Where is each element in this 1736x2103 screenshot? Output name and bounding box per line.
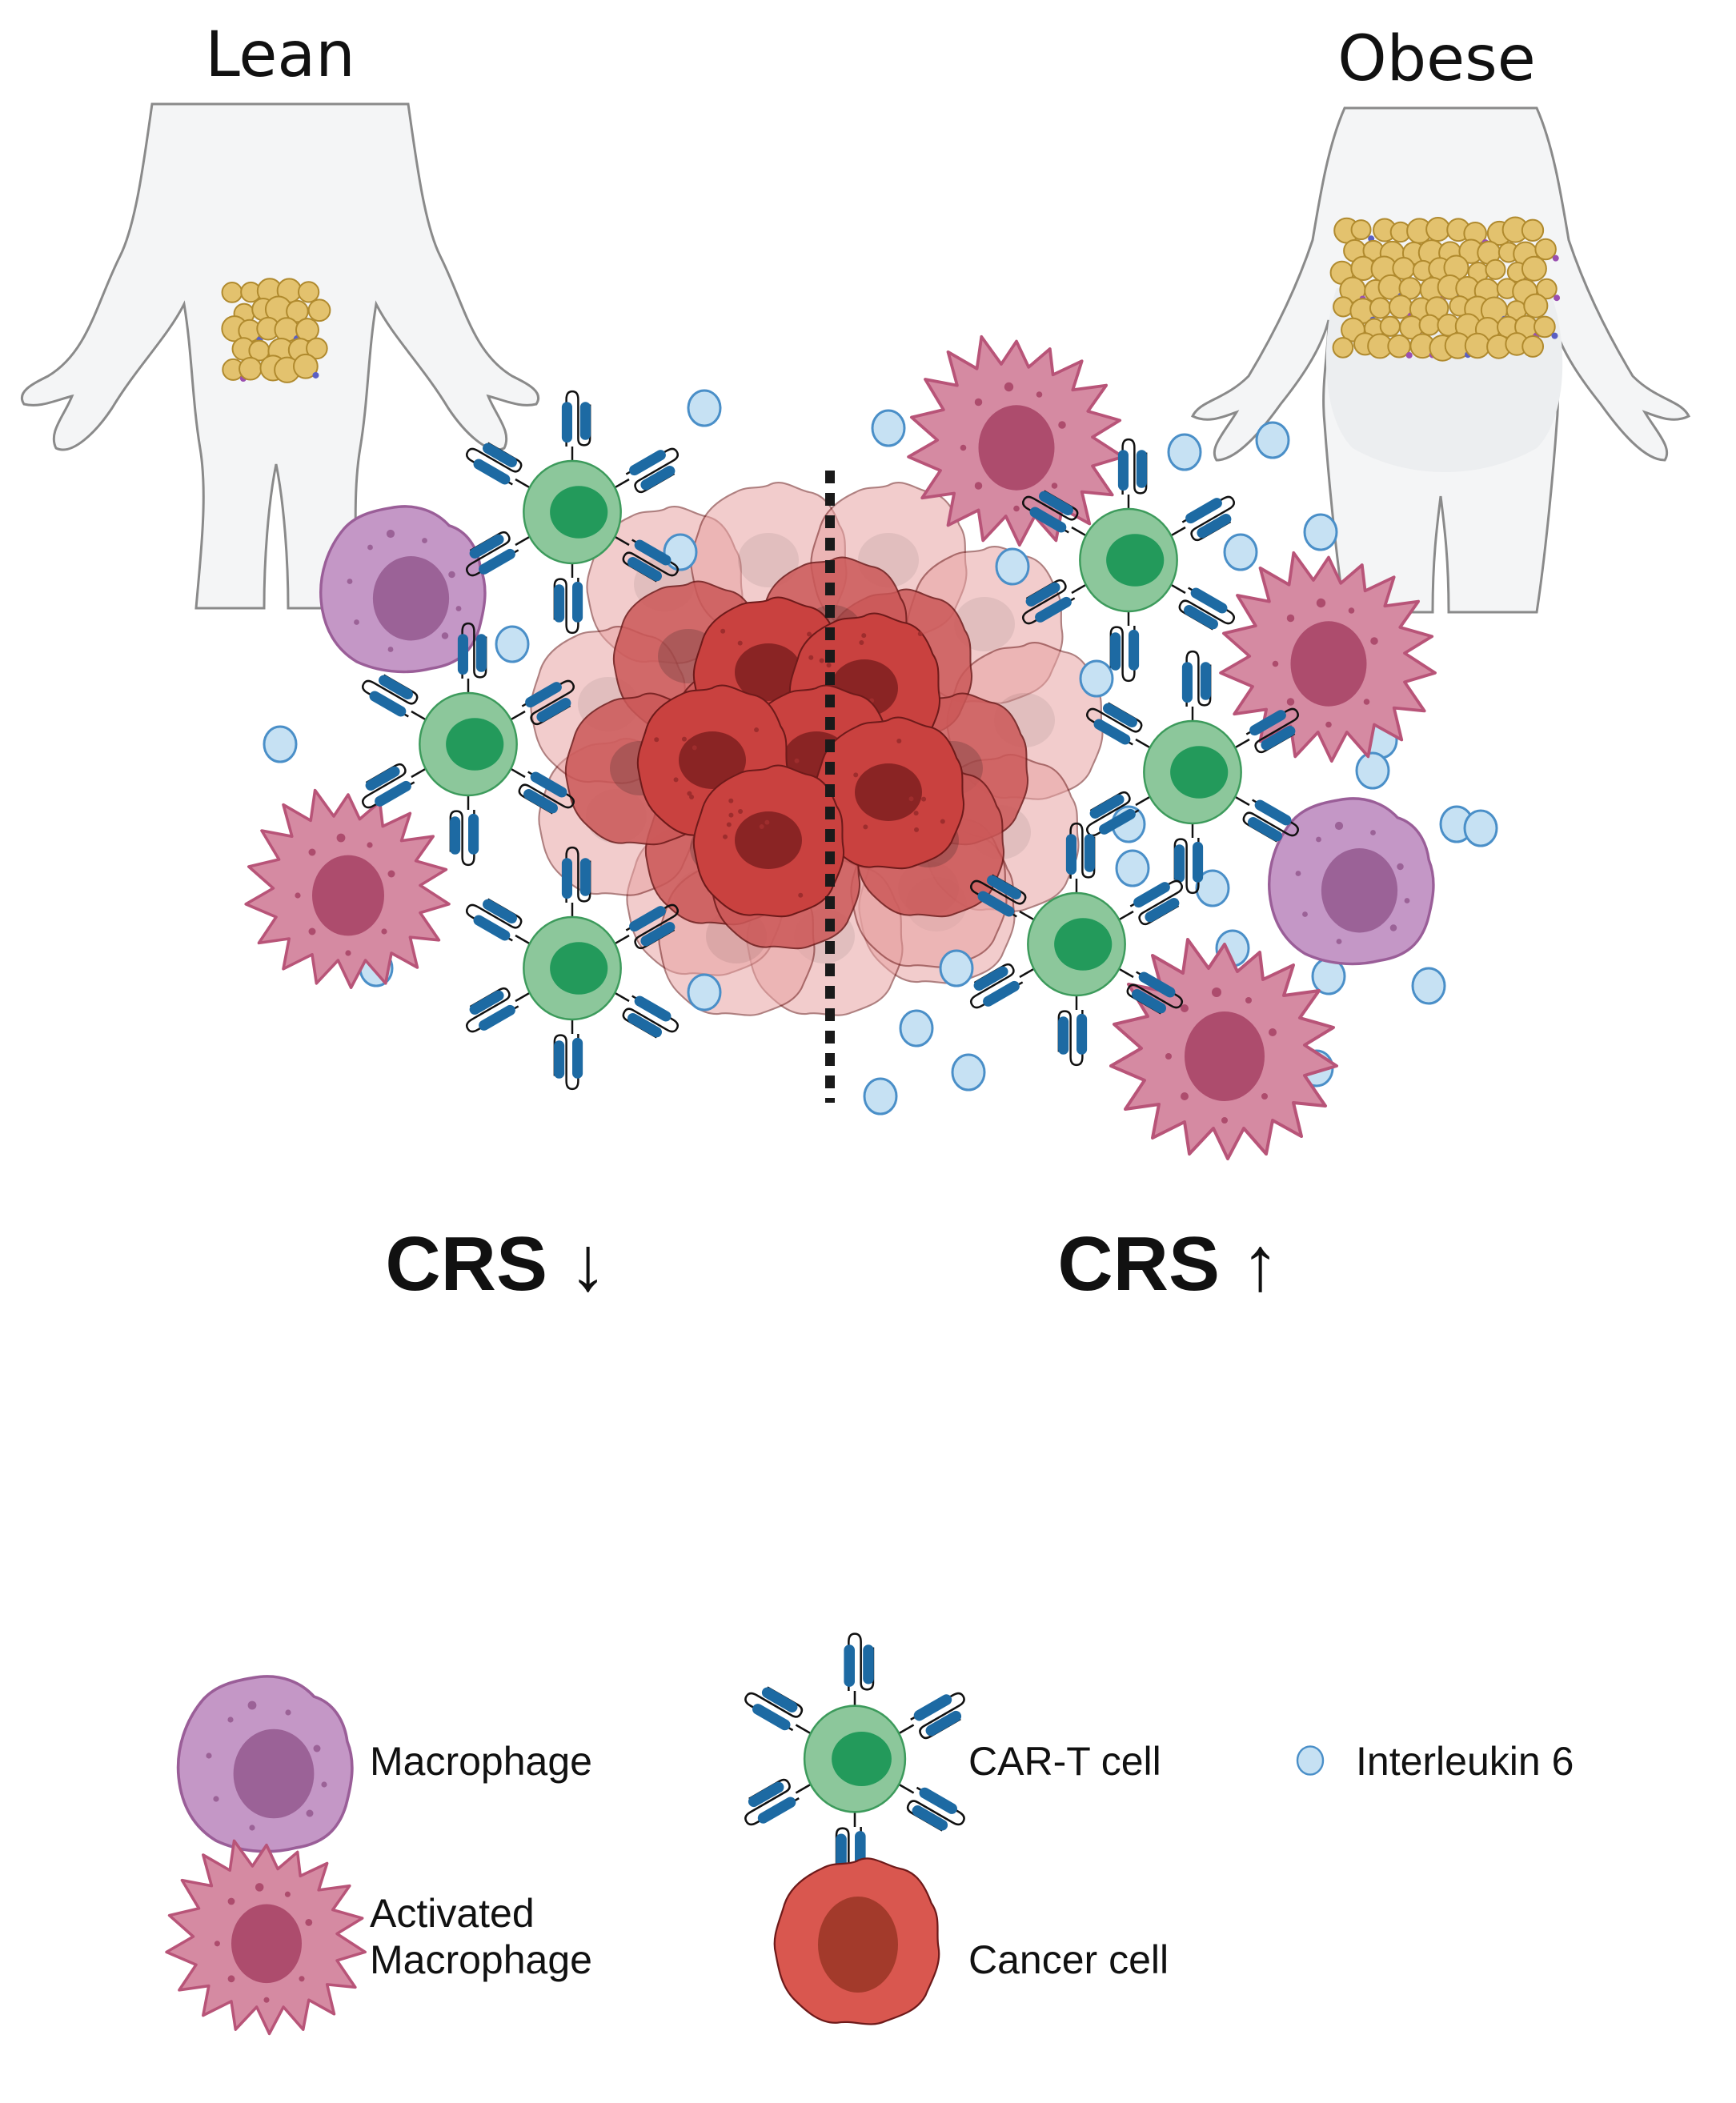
legend-label-macrophage: Macrophage [370, 1739, 592, 1784]
adipocyte [1425, 216, 1451, 242]
legend: Macrophage Activated Macrophage CAR-T ce… [165, 1634, 1574, 2036]
adipocyte [1523, 293, 1549, 318]
legend-label-cancer: Cancer cell [968, 1937, 1169, 1982]
interleukin-6-molecule [939, 949, 974, 987]
stromal-cell [1551, 332, 1558, 339]
cancer-cell [636, 684, 789, 838]
obese-adipose-tissue [1329, 216, 1561, 362]
stromal-cell [1405, 351, 1413, 359]
interleukin-6-molecule [1167, 433, 1202, 471]
legend-cancer-cell: Cancer cell [773, 1857, 1169, 2025]
interleukin-6-molecule [899, 1009, 934, 1047]
adipocyte [297, 281, 320, 303]
legend-label-activated-line1: Activated [370, 1891, 535, 1936]
cancer-cell [812, 716, 965, 870]
interleukin-6-molecule [663, 533, 698, 571]
adipocyte [293, 353, 319, 379]
interleukin-6-molecule [1411, 967, 1446, 1005]
adipocyte [306, 337, 328, 360]
stromal-cell [1554, 294, 1561, 302]
cancer-cell-icon-nucleus [818, 1897, 898, 1993]
legend-label-cart: CAR-T cell [968, 1739, 1161, 1784]
adipocyte [1534, 315, 1556, 338]
adipocyte [1534, 238, 1557, 261]
stromal-cell [1552, 254, 1559, 262]
lean-adipose-tissue [221, 278, 331, 383]
legend-macrophage: Macrophage [176, 1675, 592, 1853]
interleukin-6-molecule [687, 389, 722, 427]
adipocyte [221, 282, 243, 303]
interleukin-6-molecule [871, 409, 906, 447]
interleukin-6-molecule [1115, 849, 1150, 887]
legend-cart-cell: CAR-T cell [737, 1634, 1161, 1885]
lean-crs-outcome: CRS ↓ [385, 1221, 607, 1307]
interleukin-6-molecule [263, 725, 298, 763]
adipocyte [1536, 278, 1558, 300]
adipocyte [1485, 258, 1506, 280]
obese-crs-outcome: CRS ↑ [1057, 1221, 1279, 1307]
macrophage-icon [176, 1675, 354, 1853]
legend-label-il6: Interleukin 6 [1356, 1739, 1574, 1784]
interleukin-6-molecule [1255, 421, 1290, 459]
adipocyte [1379, 315, 1401, 337]
interleukin-6-molecule [995, 547, 1030, 586]
stromal-cell [312, 371, 319, 379]
adipocyte [1333, 296, 1354, 318]
legend-label-activated-line2: Macrophage [370, 1937, 592, 1982]
adipocyte [1369, 297, 1392, 319]
interleukin-6-molecule [1355, 751, 1390, 790]
adipocyte [1522, 335, 1545, 358]
activated-macrophage-icon [165, 1839, 367, 2036]
adipocyte [1521, 255, 1547, 282]
adipocyte [1350, 219, 1372, 241]
cart-cell-icon [737, 1634, 973, 1885]
adipocyte [239, 357, 263, 381]
cancer-cell [690, 481, 848, 640]
interleukin-6-molecule [1223, 533, 1258, 571]
legend-interleukin-6: Interleukin 6 [1296, 1739, 1574, 1784]
legend-activated-macrophage: Activated Macrophage [165, 1839, 592, 2036]
tumor-cancer-cell-cluster [530, 481, 1104, 1016]
interleukin-6-molecule [1079, 659, 1114, 698]
adipocyte [307, 298, 331, 322]
interleukin-6-icon [1296, 1745, 1325, 1776]
interleukin-6-molecule [951, 1053, 986, 1092]
adipocyte [1521, 218, 1545, 242]
adipocyte [1332, 337, 1354, 359]
adipocyte [1418, 314, 1441, 336]
adipocyte [1464, 332, 1491, 359]
obese-title: Obese [1337, 23, 1536, 95]
cancer-cell [692, 764, 845, 918]
lean-title: Lean [205, 19, 355, 91]
interleukin-6-molecule [687, 973, 722, 1011]
activated-macrophage-cell [244, 788, 451, 989]
interleukin-6-molecule [1463, 809, 1498, 847]
interleukin-6-molecule [495, 625, 530, 663]
interleukin-6-molecule [1303, 513, 1338, 551]
interleukin-6-molecule [863, 1077, 898, 1116]
